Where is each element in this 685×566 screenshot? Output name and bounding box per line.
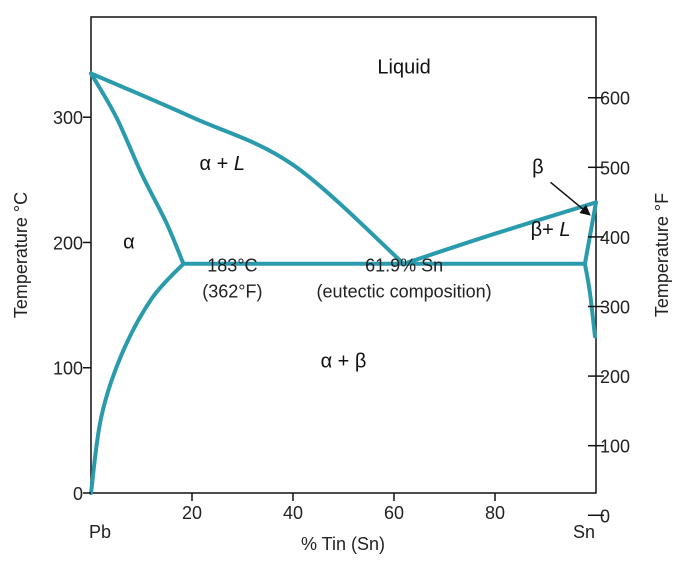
annotation-eutectic-note: (eutectic composition): [317, 282, 492, 302]
x-axis-left-end-label: Pb: [89, 522, 111, 542]
annotation-eutectic-temp-f: (362°F): [202, 282, 262, 302]
y-left-tick-label: 100: [53, 359, 83, 379]
phase-boundary-lines: [89, 71, 598, 495]
y-left-tick-label: 200: [53, 233, 83, 253]
y-axis-left-title: Temperature °C: [11, 192, 31, 318]
y-right-tick-label: 400: [600, 228, 630, 248]
liquidus-right-line: [401, 200, 598, 266]
region-label-alpha: α: [123, 232, 135, 254]
plot-frame: [90, 16, 597, 494]
y-right-tick-label: 500: [600, 158, 630, 178]
annotation-eutectic-temp-c: 183°C: [207, 255, 257, 275]
region-label-beta-plus-l: β+ L: [531, 219, 571, 241]
y-right-tick-label: 600: [600, 89, 630, 109]
solvus-right-line: [582, 261, 597, 339]
y-right-tick-label: 300: [600, 297, 630, 317]
x-tick-label: 80: [485, 503, 505, 523]
region-label-beta: β: [532, 157, 544, 179]
y-right-tick-label: 0: [600, 506, 610, 526]
x-axis-title: % Tin (Sn): [301, 534, 385, 554]
region-label-liquid: Liquid: [377, 56, 430, 78]
beta-pointer-arrow: [550, 181, 591, 216]
region-label-alpha-plus-beta: α + β: [321, 351, 367, 373]
solvus-left-line: [89, 261, 186, 495]
region-label-alpha-plus-l: α + L: [200, 153, 245, 175]
x-tick-label: 20: [182, 503, 202, 523]
liquidus-left-line: [89, 71, 406, 266]
y-left-tick-label: 300: [53, 108, 83, 128]
y-right-tick-label: 200: [600, 367, 630, 387]
solidus-right-line: [582, 200, 598, 266]
axis-ticks: 20 40 60 80 0 100 200 300 0 100 200 300 400 500 600: [53, 89, 630, 527]
y-axis-right-title: Temperature °F: [652, 193, 672, 317]
x-tick-label: 40: [283, 503, 303, 523]
x-axis-right-end-label: Sn: [573, 522, 595, 542]
beta-arrow-group: [550, 181, 591, 216]
annotation-eutectic-comp: 61.9% Sn: [365, 255, 443, 275]
chart-text-labels: Liquid α + L α β β+ L α + β 183°C (362°F) 61.9% …: [123, 56, 570, 372]
y-right-tick-label: 100: [600, 437, 630, 457]
solidus-left-line: [89, 71, 186, 266]
x-tick-label: 60: [384, 503, 404, 523]
y-left-tick-label: 0: [73, 484, 83, 504]
